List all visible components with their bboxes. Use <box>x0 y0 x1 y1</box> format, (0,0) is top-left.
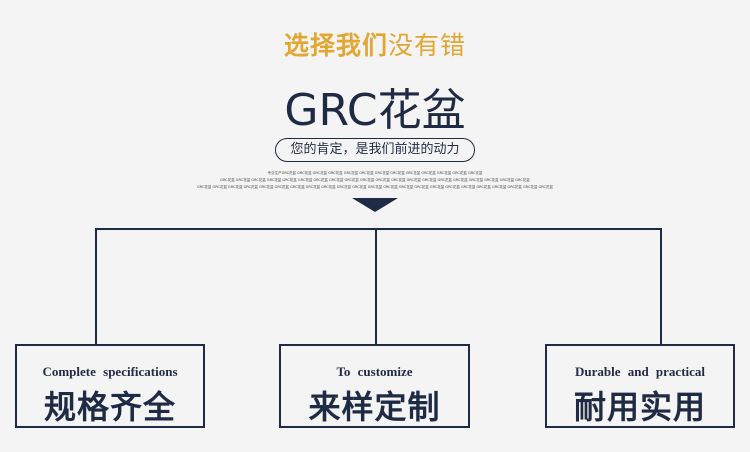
connector-middle <box>375 228 377 345</box>
fine-print-line-1: 专业生产GRC花盆 GRC花盆 GRC花盆 GRC花盆 GRC花盆 GRC花盆 … <box>267 171 483 175</box>
headline-bold: 选择我们 <box>283 31 388 60</box>
feature-box-durable: Durable and practical 耐用实用 <box>545 344 735 428</box>
connector-right <box>660 228 662 345</box>
headline-thin: 没有错 <box>388 31 467 60</box>
fine-print-line-3: GRC花盆 GRC花盆 GRC花盆 GRC花盆 GRC花盆 GRC花盆 GRC花… <box>197 185 553 189</box>
feature-box-specifications: Complete specifications 规格齐全 <box>15 344 205 428</box>
fine-print-line-2: GRC花盆 GRC花盆 GRC花盆 GRC花盆 GRC花盆 GRC花盆 GRC花… <box>220 178 530 182</box>
tagline-pill: 您的肯定，是我们前进的动力 <box>275 138 475 162</box>
connector-horizontal <box>95 228 661 230</box>
headline: 选择我们没有错 <box>0 26 750 62</box>
connector-left <box>95 228 97 345</box>
feature-en-label: Durable and practical <box>574 364 706 379</box>
feature-en-label: To customize <box>336 364 413 379</box>
feature-zh-label: 规格齐全 <box>43 388 176 426</box>
product-title: GRC花盆 <box>284 85 466 136</box>
feature-en-label: Complete specifications <box>42 364 178 379</box>
feature-zh-label: 来样定制 <box>308 388 441 426</box>
feature-box-customize: To customize 来样定制 <box>279 344 470 428</box>
down-arrow-icon <box>352 198 398 212</box>
feature-zh-label: 耐用实用 <box>573 388 706 426</box>
